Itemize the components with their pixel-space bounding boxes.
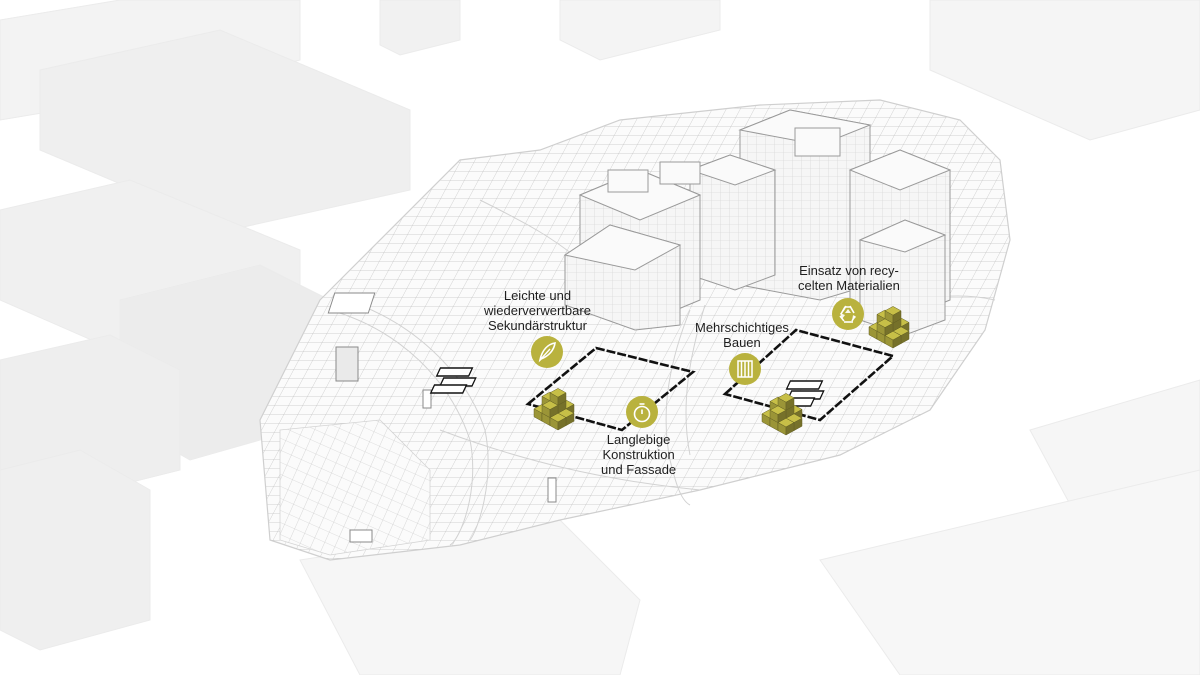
label-line: wiederverwertbare	[484, 303, 591, 318]
label-line: Langlebige	[606, 432, 671, 447]
label-line: Mehrschichtiges	[695, 320, 789, 335]
label-recycled-materials: Einsatz von recy- celten Materialien	[798, 263, 900, 293]
tower-cluster	[563, 109, 952, 336]
label-line: und Fassade	[601, 462, 677, 477]
label-line: Bauen	[723, 335, 761, 350]
feather-icon	[531, 336, 563, 368]
stopwatch-icon	[626, 396, 658, 428]
label-durable-construction: Langlebige Konstruktion und Fassade	[601, 432, 676, 477]
label-secondary-structure: Leichte und wiederverwertbare Sekundärst…	[484, 288, 591, 333]
recycle-icon	[832, 298, 864, 330]
building-plot-left	[429, 346, 696, 432]
material-stack-middle	[761, 393, 803, 436]
material-stack-left	[533, 388, 575, 431]
material-stack-right	[868, 306, 910, 349]
label-line: celten Materialien	[798, 278, 900, 293]
label-line: Konstruktion	[602, 447, 675, 462]
label-line: Leichte und	[503, 288, 572, 303]
site-furniture	[327, 292, 557, 543]
label-layered-building: Mehrschichtiges Bauen	[695, 320, 789, 350]
label-line: Sekundärstruktur	[487, 318, 587, 333]
label-line: Einsatz von recy-	[799, 263, 899, 278]
paved-strip	[279, 419, 431, 556]
layers-icon	[729, 353, 761, 385]
